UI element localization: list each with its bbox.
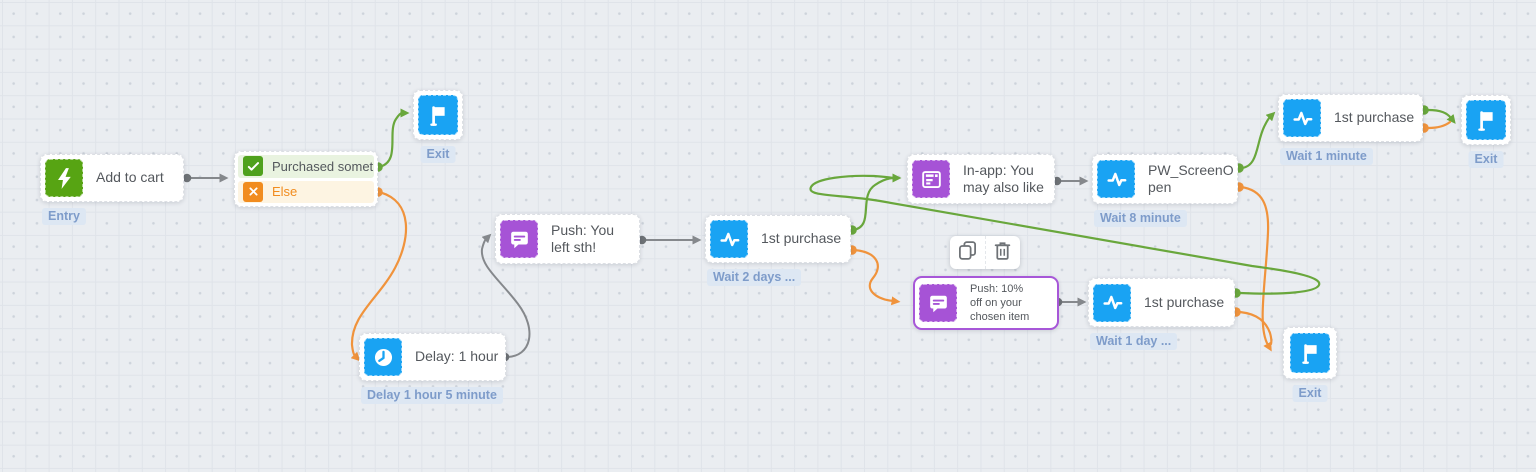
node-status-label: Wait 2 days ... [707,269,802,286]
node-title: Push: You left sth! [551,221,615,255]
node-status-label: Entry [42,208,86,225]
duplicate-node-button[interactable] [950,236,985,269]
pulse-icon [1097,160,1135,198]
edge-purchase-mid-yes-to-in-app [851,173,902,232]
node-title: Add to cart [96,169,164,186]
edge-purchase-bottom-yes-loop-to-in-app [809,174,1321,295]
node-exit-top-right[interactable]: Exit [1461,95,1511,168]
lightning-icon [45,159,83,197]
node-title: Push: 10% off on your chosen item [970,282,1030,324]
node-status-label: Wait 8 minute [1094,210,1187,227]
node-in-app[interactable]: In-app: You may also like [907,154,1055,204]
flag-icon [1290,333,1330,373]
node-condition[interactable]: Purchased somet... Else [234,151,378,207]
node-exit-top[interactable]: Exit [413,90,463,163]
condition-branch-yes[interactable]: Purchased somet... [238,155,374,178]
edge-purchase-bottom-no-to-exit-bottom [1238,310,1273,346]
node-title: 1st purchase [1144,293,1225,310]
edge-purchase-top-right-yes-to-exit [1426,108,1456,124]
node-title: 1st purchase [761,230,842,247]
node-status-label: Wait 1 minute [1280,148,1373,165]
node-status-label: Exit [1292,385,1328,402]
branch-label: Else [272,184,298,200]
edge-condition-yes-to-exit-top [377,108,410,169]
connector-dot[interactable] [182,173,192,183]
delete-node-button[interactable] [984,236,1021,269]
push-icon [919,284,957,322]
node-title: PW_ScreenO pen [1148,161,1234,195]
flag-icon [1466,100,1506,140]
pulse-icon [1093,283,1131,322]
inapp-icon [912,160,950,198]
edge-purchase-top-right-no-to-exit [1426,120,1452,130]
node-actions-toolbar [950,236,1020,269]
node-push-offer[interactable]: Push: 10% off on your chosen item [913,276,1059,330]
node-push-left[interactable]: Push: You left sth! [495,214,640,264]
condition-branch-else[interactable]: Else [238,180,374,203]
node-status-label: Wait 1 day ... [1090,333,1178,350]
clock-icon [364,338,402,376]
node-title: 1st purchase [1334,109,1415,126]
flag-icon [418,95,458,135]
edge-pw-yes-to-purchase-top-right [1239,111,1276,170]
trash-icon [990,238,1015,268]
node-title: Delay: 1 hour [415,348,499,365]
edge-purchase-mid-no-to-push-offer [852,248,901,306]
node-exit-bottom[interactable]: Exit [1283,327,1337,402]
branch-label: Purchased somet... [272,158,374,174]
node-status-label: Exit [420,146,456,163]
push-icon [500,220,538,258]
pulse-icon [1283,99,1321,137]
edge-pw-no-to-exit-bottom [1239,185,1272,352]
edge-delay-to-push-left [480,233,531,358]
x-icon [243,181,263,202]
node-status-label: Exit [1468,151,1504,168]
pulse-icon [710,220,748,258]
node-title: In-app: You may also like [963,161,1044,195]
copy-icon [955,238,980,268]
node-status-label: Delay 1 hour 5 minute [361,387,503,404]
check-icon [243,156,263,177]
edge-condition-else-to-delay [350,190,408,362]
